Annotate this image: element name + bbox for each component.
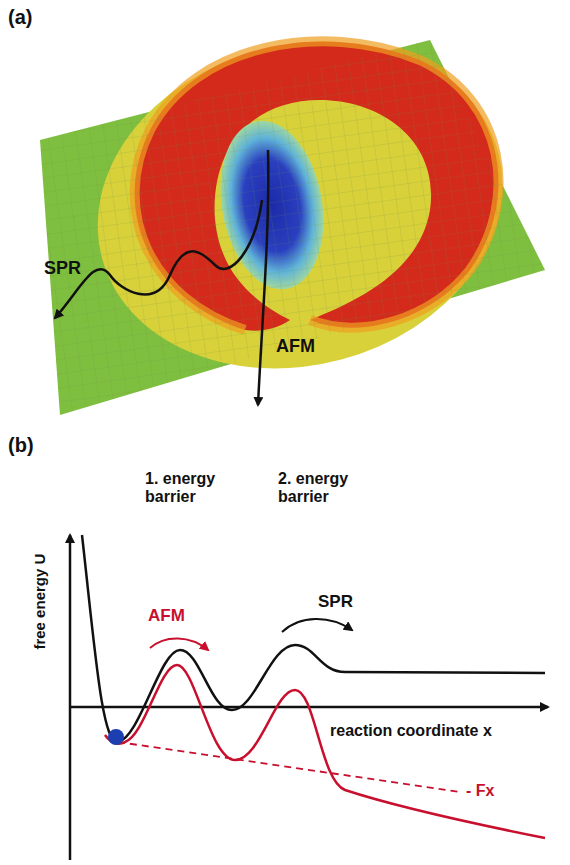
text-label: reaction coordinate x [330,722,492,740]
spr-path [55,200,262,318]
text-label: (b) [8,434,34,457]
force-line [118,742,460,792]
text-label: 1. energy barrier [145,470,235,507]
text-label: SPR [44,258,81,279]
axis-label: free energy U [31,554,48,650]
tilted-curve [105,665,545,838]
afm-path [258,150,268,405]
afm-crossing-arrow [150,638,208,650]
text-label: 2. energy barrier [278,470,368,507]
text-label: AFM [276,336,315,357]
text-label: AFM [148,606,185,626]
spr-crossing-arrow [282,619,352,632]
free-energy-curve [82,535,545,742]
state-dot [108,729,124,745]
text-label: SPR [318,592,353,612]
text-label: (a) [8,6,32,29]
text-label: - Fx [466,782,494,800]
y-axis [69,535,72,860]
